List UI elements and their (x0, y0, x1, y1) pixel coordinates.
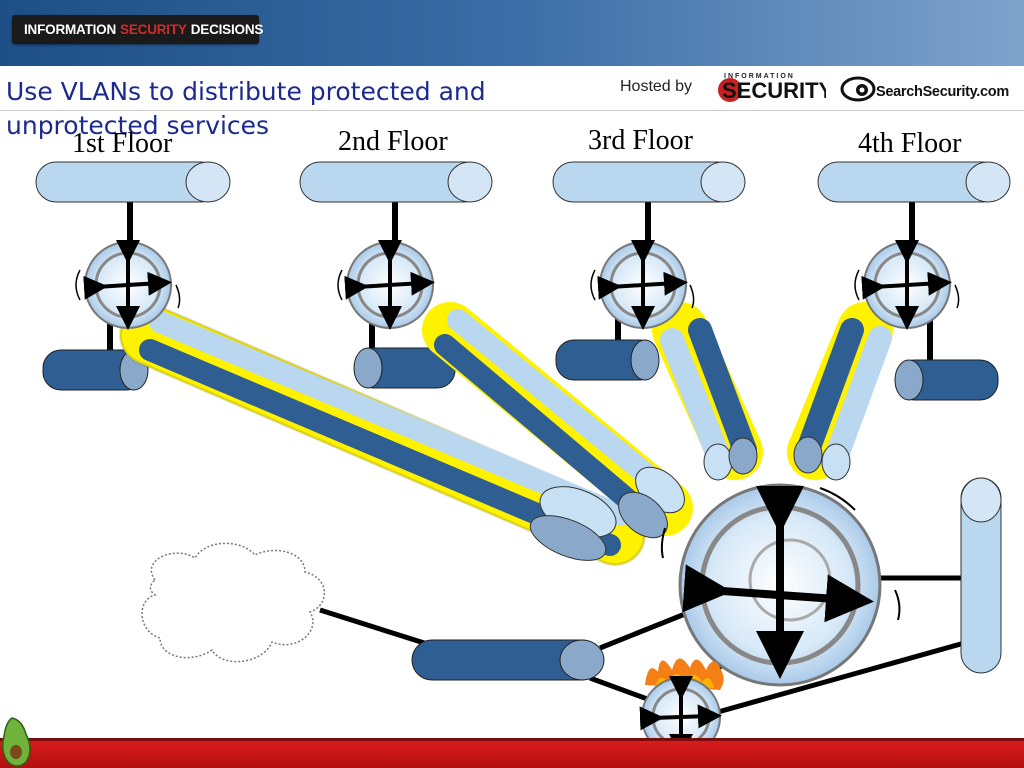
title-bar (0, 66, 1024, 111)
server-segment (960, 477, 1002, 674)
sponsor1-big-text: SECURITY (722, 78, 826, 103)
floor-label-1: 1st Floor (72, 128, 173, 159)
brand-word-information: INFORMATION (24, 22, 117, 37)
core-segment (411, 639, 605, 681)
core-switch-icon (660, 483, 901, 687)
floor2-switch-icon (337, 240, 435, 330)
floor3-switch-icon (590, 240, 695, 330)
footer-bar (0, 741, 1024, 768)
sponsor1-red-circle (718, 78, 742, 102)
information-security-logo: INFORMATION SECURITY (718, 73, 826, 103)
floor4-dark-segment (894, 359, 999, 401)
floor1-switch-icon (75, 240, 181, 330)
firewall-router-icon (639, 658, 724, 758)
floor4-segment (817, 161, 1011, 203)
floor-segments-light (35, 161, 1011, 203)
floor1-segment (35, 161, 231, 203)
vlan-trunk-floor1 (119, 304, 646, 566)
avocado-icon (1, 717, 31, 767)
sponsor1-small-text: INFORMATION (724, 73, 795, 80)
internet-cloud-icon (141, 542, 326, 663)
sponsor2-text: SearchSecurity.com (876, 84, 1009, 100)
footer-divider (0, 738, 1024, 741)
brand-word-decisions: DECISIONS (190, 22, 264, 37)
vlan-trunk-floor3 (652, 302, 763, 481)
floor2-dark-segment (353, 347, 456, 389)
vlan-trunk-floor4 (787, 302, 893, 481)
floor-segments-dark (42, 339, 999, 401)
brand-word-security: SECURITY (120, 22, 187, 37)
floor2-segment (299, 161, 493, 203)
floor4-switch-icon (854, 240, 960, 330)
floor3-segment (552, 161, 746, 203)
floor-label-3: 3rd Floor (588, 125, 693, 156)
vlan-trunk-floor2 (422, 302, 693, 539)
floor3-dark-segment (555, 339, 660, 381)
floor-label-4: 4th Floor (858, 128, 962, 159)
searchsecurity-logo: SearchSecurity.com (840, 76, 1009, 102)
floor-label-2: 2nd Floor (338, 126, 448, 157)
slide-title: Use VLANs to distribute protected and un… (6, 77, 486, 140)
hosted-by-label: Hosted by (620, 78, 693, 95)
eye-icon (840, 76, 876, 102)
